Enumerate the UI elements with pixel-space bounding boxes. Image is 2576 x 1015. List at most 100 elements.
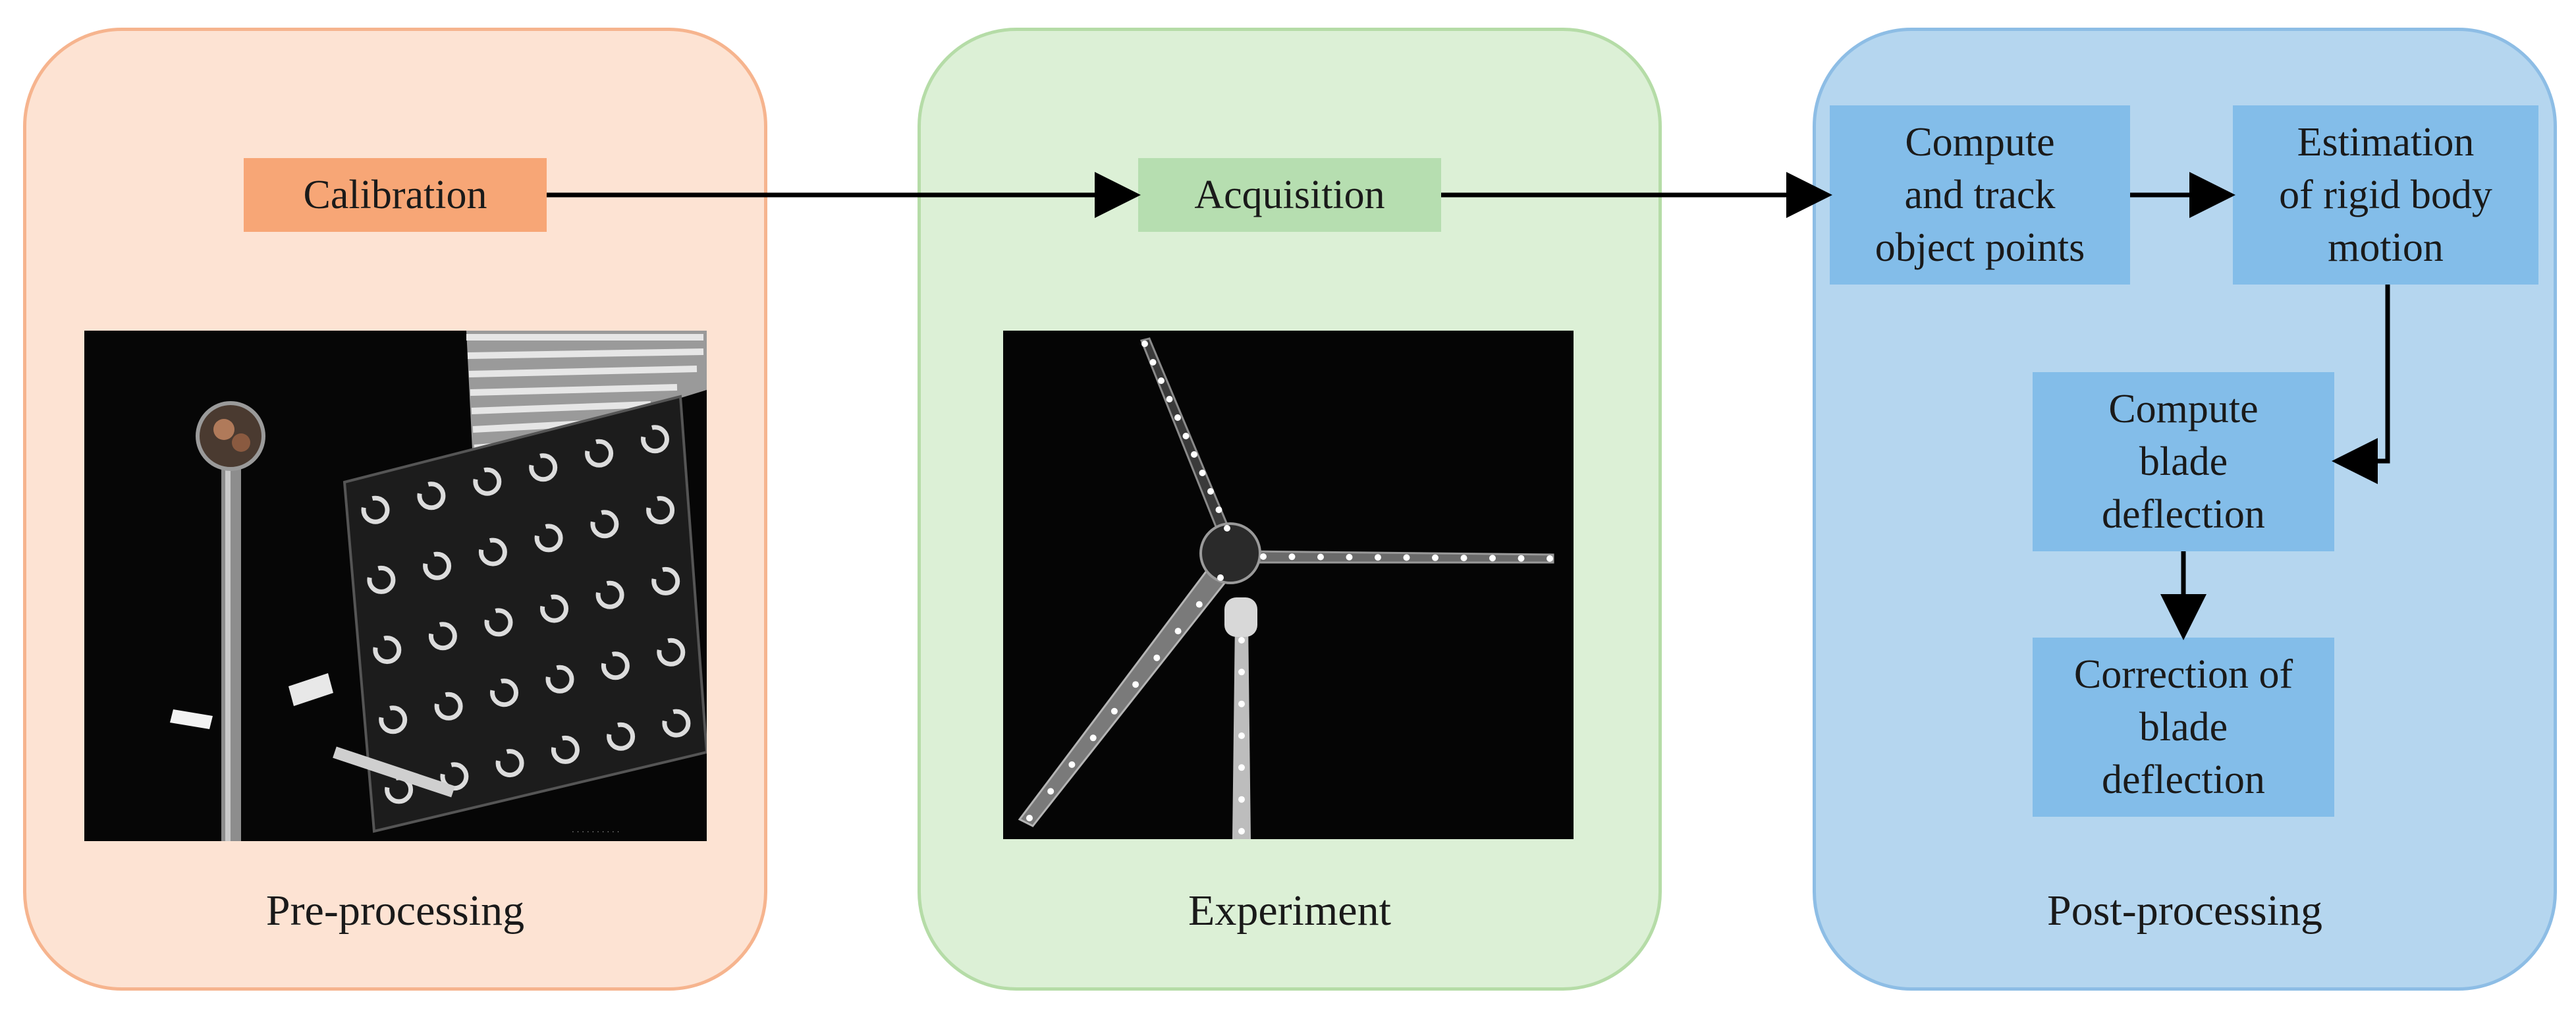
calibration-marker [423, 551, 452, 580]
rigid-body-motion-box: Estimation of rigid body motion [2233, 105, 2538, 285]
wind-turbine-photo [1003, 331, 1574, 839]
striped-shirt-shape [466, 331, 707, 462]
correction-line: blade [2139, 705, 2228, 750]
turbine-marker [1195, 601, 1203, 608]
calibration-marker [540, 594, 568, 623]
compute-track-line: and track [1904, 173, 2056, 217]
calibration-marker [373, 636, 402, 665]
calibration-marker [551, 735, 580, 764]
calibration-marker [585, 439, 614, 468]
calibration-marker [590, 510, 619, 539]
turbine-marker [1317, 553, 1324, 561]
correction-blade-deflection-box: Correction of blade deflection [2033, 638, 2334, 817]
acquisition-box: Acquisition [1138, 158, 1441, 232]
pre-processing-label: Pre-processing [265, 887, 525, 935]
calibration-marker [478, 537, 507, 566]
calibration-marker [641, 425, 669, 454]
compute-blade-deflection-box: Compute blade deflection [2033, 372, 2334, 551]
turbine-marker [1174, 414, 1181, 421]
turbine-markers [1026, 341, 1553, 835]
calibration-marker [657, 638, 686, 667]
calibration-marker [534, 524, 563, 553]
calibration-marker [473, 467, 502, 496]
experiment-label: Experiment [1188, 887, 1391, 935]
calibration-marker [379, 705, 408, 734]
turbine-marker [1068, 761, 1076, 768]
calibration-marker [646, 496, 675, 525]
turbine-marker [1375, 554, 1381, 561]
calibration-marker [495, 749, 524, 778]
calibration-marker [484, 608, 513, 637]
rigid-body-line: Estimation [2297, 120, 2475, 165]
turbine-marker [1199, 470, 1206, 476]
turbine-marker [1149, 359, 1157, 366]
calibration-marker [529, 453, 558, 482]
calibration-marker [367, 565, 396, 594]
post-processing-label: Post-processing [2047, 887, 2322, 935]
rigid-body-line: of rigid body [2279, 173, 2492, 217]
compute-track-line: Compute [1905, 120, 2055, 165]
turbine-marker [1238, 637, 1245, 644]
calibration-photo-graphic: · · · · · · · · · · [84, 331, 707, 841]
turbine-marker [1346, 553, 1353, 561]
calibration-label: Calibration [303, 173, 487, 217]
correction-line: Correction of [2073, 652, 2293, 697]
compute-track-box: Compute and track object points [1830, 105, 2130, 285]
calibration-marker [595, 580, 624, 609]
wind-turbine-graphic [1003, 331, 1574, 839]
turbine-marker [1217, 574, 1224, 581]
turbine-marker [1238, 700, 1245, 707]
turbine-marker [1432, 554, 1439, 561]
turbine-marker [1238, 764, 1245, 771]
turbine-marker [1288, 553, 1296, 561]
turbine-marker [1026, 815, 1033, 821]
turbine-marker [1158, 377, 1165, 384]
turbine-marker [1110, 707, 1118, 715]
acquisition-label: Acquisition [1194, 173, 1385, 217]
calibration-box: Calibration [244, 158, 547, 232]
calibration-marker [601, 651, 630, 680]
calibration-marker [545, 665, 574, 694]
turbine-marker [1153, 654, 1161, 661]
turbine-marker [1182, 433, 1190, 439]
calibration-marker [440, 762, 469, 791]
rigid-body-line: motion [2328, 225, 2444, 270]
turbine-marker [1238, 828, 1245, 835]
turbine-marker [1215, 507, 1222, 513]
calibration-marker [428, 622, 457, 651]
turbine-marker [1224, 525, 1230, 532]
blade-deflection-line: blade [2139, 439, 2228, 484]
turbine-marker [1089, 734, 1097, 742]
calibration-marker [417, 481, 446, 510]
turbine-marker [1047, 788, 1055, 795]
turbine-marker [1238, 732, 1245, 739]
calibration-photo: · · · · · · · · · · [84, 331, 707, 841]
turbine-marker [1403, 554, 1410, 561]
turbine-marker [1191, 451, 1197, 458]
calibration-marker [607, 722, 636, 751]
correction-line: deflection [2102, 757, 2265, 802]
calibration-marker [651, 566, 680, 595]
turbine-marker [1141, 341, 1148, 347]
calibration-marker [434, 692, 463, 721]
calibration-marker [662, 709, 691, 738]
turbine-marker [1238, 669, 1245, 676]
turbine-marker [1518, 555, 1525, 562]
calibration-marker [361, 495, 390, 524]
compute-track-line: object points [1875, 225, 2085, 270]
turbine-marker [1238, 796, 1245, 803]
blade-deflection-line: Compute [2108, 387, 2259, 431]
turbine-marker [1166, 396, 1173, 402]
calibration-marker [490, 678, 518, 707]
turbine-marker [1132, 681, 1139, 688]
turbine-marker [1260, 553, 1267, 560]
turbine-marker [1547, 555, 1553, 562]
turbine-marker [1174, 628, 1182, 635]
svg-text:· · · · · · · · · ·: · · · · · · · · · · [572, 827, 619, 837]
turbine-marker [1207, 488, 1214, 495]
turbine-marker [1460, 555, 1467, 562]
arrow-estimation-to-blade [2332, 285, 2390, 484]
turbine-marker [1489, 555, 1496, 562]
blade-deflection-line: deflection [2102, 492, 2265, 537]
